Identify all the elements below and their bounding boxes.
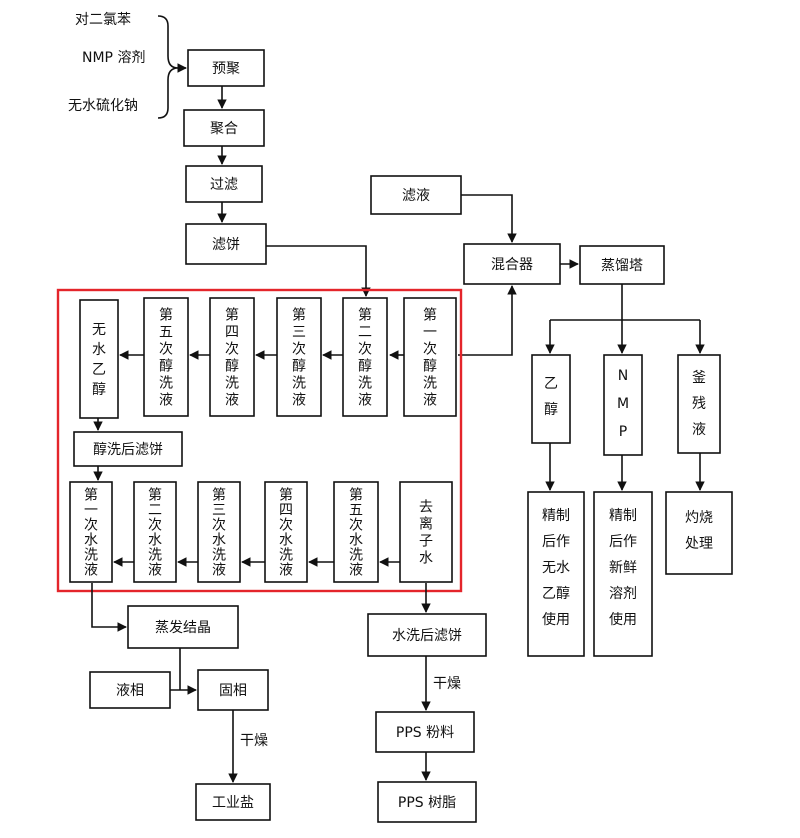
box-mixer <box>463 243 561 285</box>
label-pps-powder: PPS 粉料 <box>396 725 454 741</box>
label-anhydrous-ethanol: 无水乙醇 <box>92 322 106 398</box>
label-incineration: 灼烧处理 <box>685 510 713 552</box>
label-alcohol-wash-third: 第三次醇洗液 <box>292 307 306 409</box>
box-water-wash-fifth <box>333 481 379 583</box>
label-water-washed-cake: 水洗后滤饼 <box>392 628 462 644</box>
input-sodium-sulfide: 无水硫化钠 <box>68 98 138 114</box>
box-water-wash-third <box>197 481 241 583</box>
label-water-wash-fifth: 第五次水洗液 <box>349 487 363 579</box>
label-filter-cake: 滤饼 <box>212 237 240 253</box>
box-evaporation <box>127 605 239 649</box>
arrow-cake-to-wash <box>266 245 371 297</box>
box-solid-phase <box>197 669 269 711</box>
label-water-wash-fourth: 第四次水洗液 <box>279 487 293 579</box>
box-nmp-reuse <box>593 491 653 657</box>
svg-text:乙醇: 乙醇 <box>544 376 558 418</box>
arrow-water1-evap <box>91 583 127 632</box>
box-pps-resin <box>377 781 477 823</box>
arrow-wash-to-mixer <box>458 285 517 356</box>
label-alcohol-wash-fourth: 第四次醇洗液 <box>225 307 239 409</box>
label-filtrate: 滤液 <box>402 188 430 204</box>
box-nmp <box>603 354 643 456</box>
box-ethanol-reuse <box>527 491 585 657</box>
box-ethanol <box>531 354 571 444</box>
svg-text:釜残液: 釜残液 <box>692 370 706 438</box>
label-filtration: 过滤 <box>210 177 238 193</box>
box-alcohol-washed-cake <box>73 431 183 467</box>
label-alcohol-washed-cake: 醇洗后滤饼 <box>93 441 163 458</box>
label-drying-pps: 干燥 <box>433 676 461 692</box>
label-residue: 釜残液 <box>692 370 706 438</box>
label-drying-salt: 干燥 <box>240 733 268 749</box>
box-residue <box>677 354 721 454</box>
highlight-wash-section <box>56 288 463 593</box>
box-alcohol-wash-fifth <box>143 297 189 417</box>
label-liquid-phase: 液相 <box>116 683 144 699</box>
label-water-wash-second: 第二次水洗液 <box>148 487 162 579</box>
svg-text:灼烧处理: 灼烧处理 <box>685 510 713 552</box>
svg-text:精制后作无水乙醇使用: 精制后作无水乙醇使用 <box>542 508 570 628</box>
arrow-filtrate-mixer <box>461 194 517 243</box>
input-brace <box>157 15 179 119</box>
label-ethanol: 乙醇 <box>544 376 558 418</box>
svg-text:NMP: NMP <box>617 368 629 440</box>
box-distillation-tower <box>579 245 665 285</box>
box-water-wash-second <box>133 481 177 583</box>
box-filtration <box>185 165 263 203</box>
box-deionized-water <box>399 481 453 583</box>
box-liquid-phase <box>89 671 171 709</box>
box-anhydrous-ethanol <box>79 299 119 419</box>
label-mixer: 混合器 <box>491 257 533 273</box>
input-nmp-solvent: NMP 溶剂 <box>82 50 145 66</box>
box-alcohol-wash-first <box>403 297 457 417</box>
label-water-wash-third: 第三次水洗液 <box>212 487 226 579</box>
box-water-washed-cake <box>367 613 487 657</box>
box-prepolymerization <box>187 49 265 87</box>
input-dichlorobenzene: 对二氯苯 <box>75 11 131 28</box>
label-ethanol-reuse: 精制后作无水乙醇使用 <box>542 508 570 628</box>
box-polymerization <box>183 109 265 147</box>
box-water-wash-first <box>69 481 113 583</box>
label-industrial-salt: 工业盐 <box>212 795 254 811</box>
box-alcohol-wash-fourth <box>209 297 255 417</box>
label-alcohol-wash-fifth: 第五次醇洗液 <box>159 307 173 409</box>
label-prepolymerization: 预聚 <box>212 61 240 77</box>
alcohol-wash-row: 无水乙醇 第五次醇洗液 第四次醇洗液 第三次醇洗液 第二次醇洗液 第一次醇洗液 <box>79 297 457 419</box>
box-filter-cake <box>185 223 267 265</box>
label-deionized-water: 去离子水 <box>419 500 433 567</box>
label-evaporation: 蒸发结晶 <box>155 620 211 636</box>
water-wash-row: 第一次水洗液 第二次水洗液 第三次水洗液 第四次水洗液 第五次水洗液 去离子水 <box>69 481 453 583</box>
box-alcohol-wash-third <box>276 297 322 417</box>
label-alcohol-wash-second: 第二次醇洗液 <box>358 307 372 409</box>
label-alcohol-wash-first: 第一次醇洗液 <box>423 307 437 409</box>
box-water-wash-fourth <box>264 481 308 583</box>
box-alcohol-wash-second <box>342 297 388 417</box>
label-polymerization: 聚合 <box>210 121 238 137</box>
label-pps-resin: PPS 树脂 <box>398 795 456 811</box>
box-incineration <box>665 491 733 575</box>
label-solid-phase: 固相 <box>219 683 247 699</box>
box-pps-powder <box>375 711 475 753</box>
label-nmp-reuse: 精制后作新鲜溶剂使用 <box>609 508 637 628</box>
box-industrial-salt <box>195 783 271 821</box>
label-distillation-tower: 蒸馏塔 <box>601 258 643 274</box>
label-water-wash-first: 第一次水洗液 <box>84 487 98 579</box>
svg-text:精制后作新鲜溶剂使用: 精制后作新鲜溶剂使用 <box>609 508 637 628</box>
